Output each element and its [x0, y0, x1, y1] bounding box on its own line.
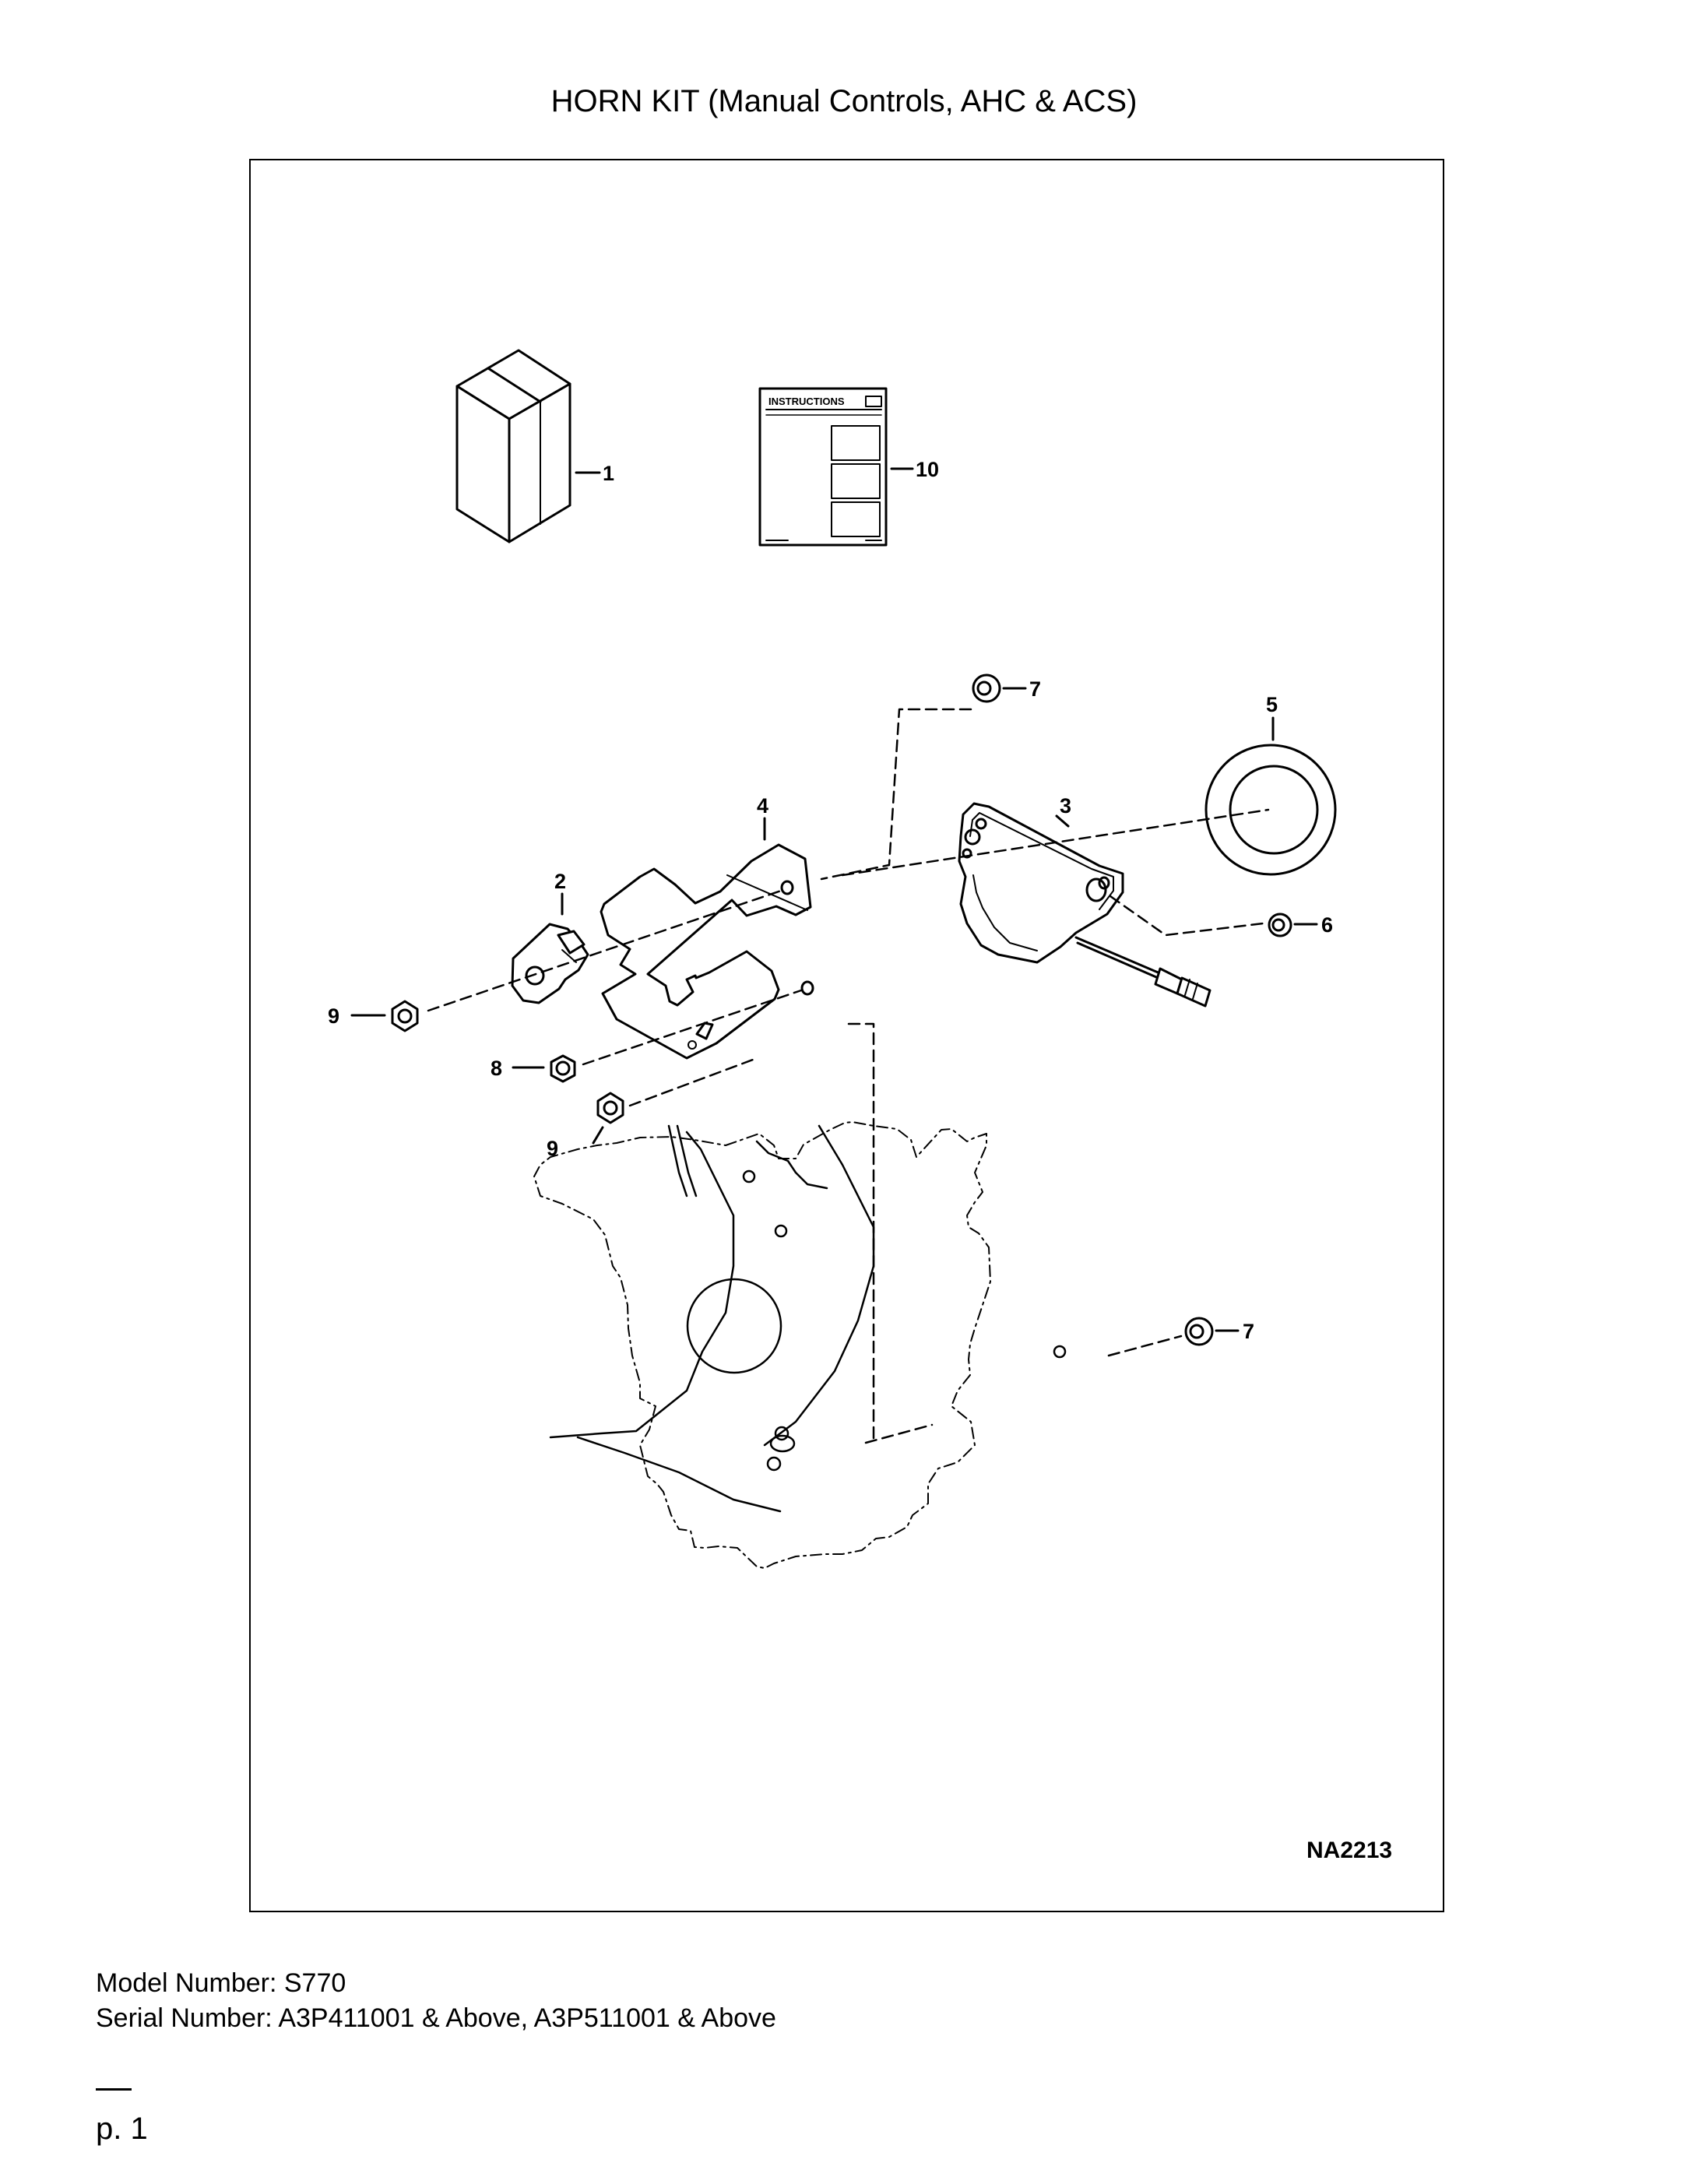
callout-5: 5 — [1266, 693, 1278, 716]
page-number: p. 1 — [96, 2112, 148, 2146]
callout-leader-9-bottom — [592, 1126, 604, 1145]
callout-9-bottom: 9 — [547, 1137, 558, 1160]
callout-2: 2 — [554, 870, 566, 893]
callout-10: 10 — [916, 458, 939, 481]
callout-6: 6 — [1321, 913, 1333, 937]
callout-1: 1 — [603, 462, 614, 485]
chassis-detail — [549, 1124, 1067, 1513]
callout-7-bottom: 7 — [1243, 1320, 1254, 1343]
part-10-instructions — [758, 387, 888, 547]
page-title: HORN KIT (Manual Controls, AHC & ACS) — [550, 84, 1138, 118]
part-5-ring — [1204, 744, 1337, 876]
hardware-8 — [550, 1054, 576, 1083]
hardware-7-top — [972, 673, 1001, 703]
hardware-6 — [1268, 913, 1292, 937]
serial-number: Serial Number: A3P411001 & Above, A3P511… — [96, 2003, 776, 2033]
figure-code: NA2213 — [1306, 1838, 1392, 1863]
callout-7-top: 7 — [1029, 677, 1041, 701]
part-4-bracket — [600, 843, 814, 1060]
part-1-box — [455, 349, 571, 543]
hardware-7-bottom — [1184, 1317, 1214, 1346]
exploded-parts-diagram: INSTRUCTIONS 1 10 7 5 4 3 2 6 9 8 9 7 NA… — [328, 349, 1392, 1863]
callout-3: 3 — [1060, 794, 1071, 818]
hardware-9-bottom — [596, 1092, 624, 1124]
page-divider — [96, 2088, 132, 2091]
part-3-horn — [958, 802, 1211, 1008]
chassis-outline — [533, 1121, 991, 1569]
instructions-label: INSTRUCTIONS — [768, 396, 845, 407]
callout-4: 4 — [757, 794, 768, 818]
model-number: Model Number: S770 — [96, 1968, 346, 1998]
part-2-clip — [511, 923, 589, 1004]
diagram-frame: INSTRUCTIONS 1 10 7 5 4 3 2 6 9 8 9 7 NA… — [249, 159, 1444, 1912]
callout-8: 8 — [491, 1057, 502, 1080]
callout-9-left: 9 — [328, 1004, 339, 1028]
assembly-lines — [427, 708, 1270, 1445]
hardware-9-left — [391, 1000, 419, 1032]
callout-leader-3 — [1055, 814, 1070, 828]
